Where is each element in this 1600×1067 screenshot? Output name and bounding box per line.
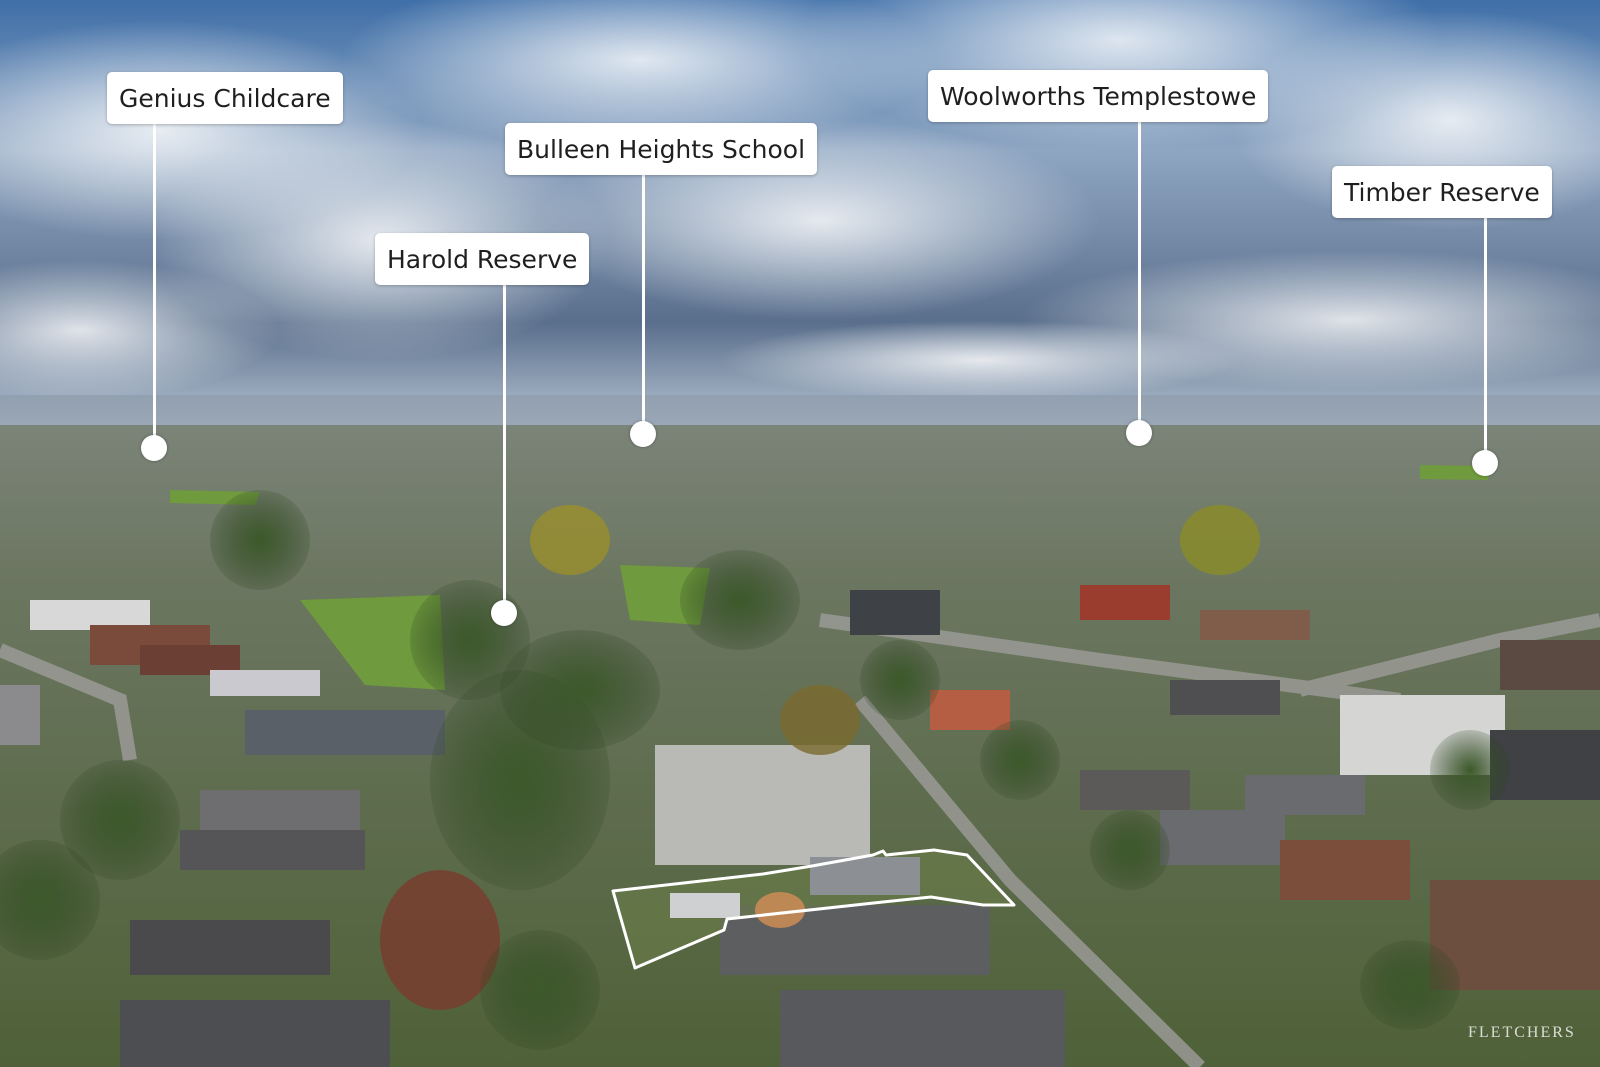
callout-harold-reserve: Harold Reserve (375, 233, 590, 285)
location-pin-woolworths-templestowe (1126, 420, 1152, 446)
leader-line-harold-reserve (503, 282, 506, 613)
callout-genius-childcare: Genius Childcare (107, 72, 343, 124)
leader-line-timber-reserve (1484, 216, 1487, 463)
leader-line-genius-childcare (153, 124, 156, 448)
highlighted-property (611, 848, 1016, 970)
location-pin-harold-reserve (491, 600, 517, 626)
callout-woolworths-templestowe: Woolworths Templestowe (928, 70, 1269, 122)
location-pin-genius-childcare (141, 435, 167, 461)
location-pin-bulleen-heights-school (630, 421, 656, 447)
fletchers-watermark: FLETCHERS (1468, 1024, 1576, 1041)
location-pin-timber-reserve (1472, 450, 1498, 476)
callout-timber-reserve: Timber Reserve (1332, 166, 1552, 218)
leader-line-bulleen-heights-school (642, 174, 645, 434)
callout-bulleen-heights-school: Bulleen Heights School (505, 123, 818, 175)
leader-line-woolworths-templestowe (1138, 121, 1141, 433)
rooftops (0, 585, 1600, 1067)
trees (0, 490, 1510, 1050)
